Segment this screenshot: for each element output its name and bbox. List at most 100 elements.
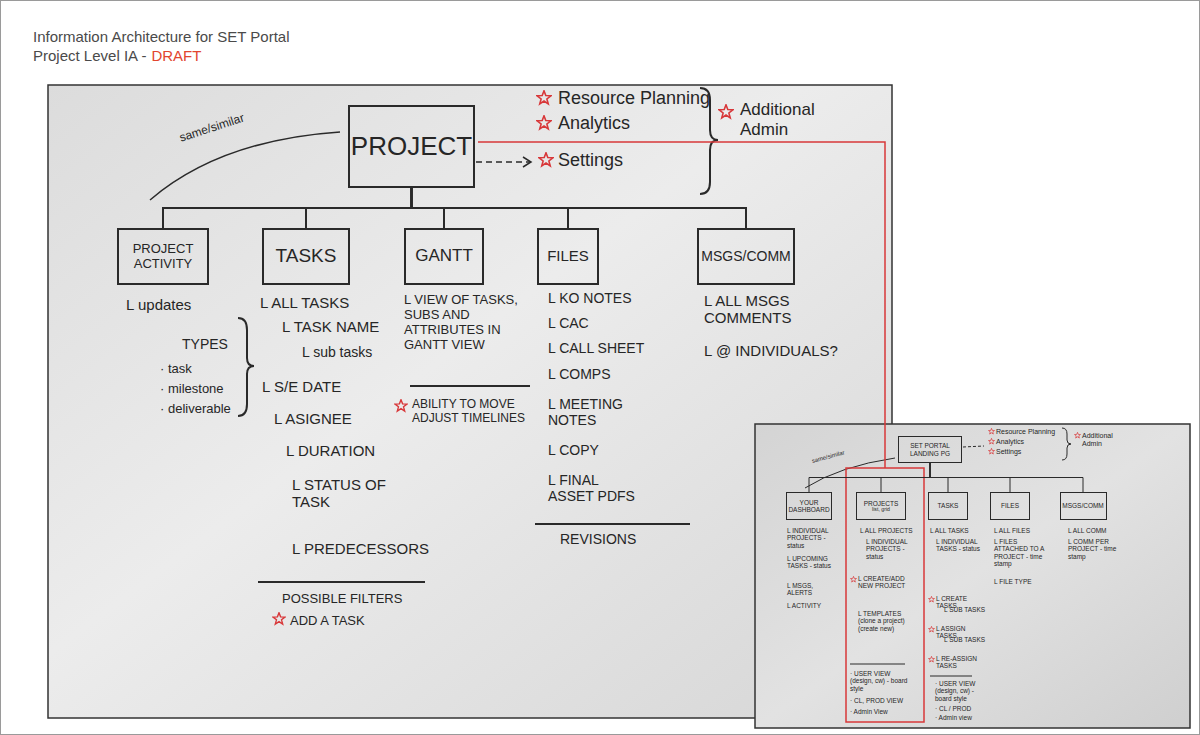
note-text: L COMM PER PROJECT - time stamp — [1068, 538, 1118, 560]
highlight-frame — [846, 468, 924, 722]
note-text: REVISIONS — [560, 531, 636, 547]
note-text: Settings — [996, 448, 1021, 456]
node-box: TASKS — [928, 492, 968, 520]
node-box: PROJECT — [348, 105, 475, 188]
divider-line — [930, 676, 972, 677]
note-text: Additional Admin — [1082, 432, 1122, 448]
note-text: L ASIGNEE — [274, 410, 352, 427]
node-title: FILES — [1001, 502, 1019, 509]
highlight-link — [478, 142, 885, 468]
dashed-pointer — [963, 446, 984, 447]
note-text: L MSGS, ALERTS — [787, 582, 835, 597]
dashed-pointer — [476, 161, 530, 163]
node-box: PROJECTSlist, grid — [856, 492, 906, 520]
node-title: YOUR DASHBOARD — [788, 499, 830, 513]
tree-connector — [809, 463, 930, 492]
node-box: MSGS/COMM — [697, 228, 795, 285]
note-text: · CL, PROD VIEW — [850, 697, 910, 704]
node-title: PROJECT ACTIVITY — [123, 242, 203, 271]
node-title: PROJECT — [351, 132, 472, 161]
note-text: L ACTIVITY — [787, 602, 821, 609]
note-text: L INDIVIDUAL TASKS - status — [936, 538, 986, 553]
note-text: Analytics — [558, 113, 630, 134]
note-text: L FINAL ASSET PDFS — [548, 472, 643, 504]
inset-whiteboard — [755, 424, 1190, 728]
note-text: L VIEW OF TASKS, SUBS AND ATTRIBUTES IN … — [404, 293, 534, 353]
note-text: L COPY — [548, 442, 599, 458]
note-text: L SUB TASKS — [944, 636, 985, 643]
node-title: SET PORTAL LANDING PG — [900, 442, 960, 456]
note-text: L ALL FILES — [994, 527, 1030, 534]
note-text: L CALL SHEET — [548, 340, 644, 356]
note-text: L ALL COMM — [1068, 527, 1107, 534]
note-text: L CREATE/ADD NEW PROJECT — [858, 575, 913, 590]
note-text: L PREDECESSORS — [292, 540, 429, 557]
note-text: L STATUS OF TASK — [292, 476, 392, 511]
priority-star — [929, 656, 935, 662]
note-text: L ALL TASKS — [260, 294, 349, 311]
divider-line — [258, 581, 425, 583]
node-box: MSGS/COMM — [1060, 492, 1107, 520]
note-text: Additional Admin — [740, 100, 825, 139]
note-text: L COMPS — [548, 366, 611, 382]
tree-connector — [412, 188, 747, 228]
node-title: TASKS — [276, 246, 337, 267]
note-text: · USER VIEW (design, cw) - board style — [850, 670, 910, 692]
note-text: · CL / PROD — [935, 705, 971, 712]
note-text: Resource Planning — [996, 428, 1055, 436]
note-text: · deliverable — [160, 402, 231, 417]
divider-line — [850, 664, 905, 665]
note-text: L SUB TASKS — [944, 606, 985, 613]
note-text: L TEMPLATES (clone a project) (create ne… — [858, 610, 918, 632]
priority-star — [537, 116, 551, 129]
page-title: Information Architecture for SET Portal — [33, 28, 290, 45]
tree-connector — [881, 463, 930, 492]
priority-star — [395, 400, 407, 411]
note-text: L RE-ASSIGN TASKS — [936, 655, 996, 670]
node-box: PROJECT ACTIVITY — [117, 228, 209, 285]
note-text: · USER VIEW (design, cw) - board style — [935, 680, 990, 702]
subtitle-text: Project Level IA - — [33, 47, 146, 64]
note-text: L ALL MSGS COMMENTS — [704, 292, 824, 327]
note-text: TYPES — [182, 336, 228, 352]
note-text: L INDIVIDUAL PROJECTS - status — [787, 527, 835, 549]
node-title: TASKS — [938, 502, 959, 509]
node-title: MSGS/COMM — [1062, 502, 1104, 509]
node-box: YOUR DASHBOARD — [786, 492, 832, 520]
note-text: L UPCOMING TASKS - status — [787, 555, 835, 570]
node-box: FILES — [537, 228, 599, 285]
divider-line — [410, 385, 530, 387]
node-box: TASKS — [262, 228, 350, 285]
priority-star — [851, 576, 857, 582]
note-text: · Admin View — [850, 708, 888, 715]
note-text: ABILITY TO MOVE ADJUST TIMELINES — [412, 398, 532, 426]
tree-connector — [306, 188, 412, 228]
note-text: L CAC — [548, 315, 589, 331]
node-title: GANTT — [415, 247, 473, 266]
note-text: L sub tasks — [302, 344, 372, 360]
note-text: L MEETING NOTES — [548, 396, 638, 428]
priority-star — [539, 153, 553, 166]
priority-star — [929, 626, 935, 632]
note-text: L TASK NAME — [282, 318, 379, 335]
priority-star — [989, 428, 995, 434]
node-title: PROJECTS — [864, 500, 899, 507]
note-text: · milestone — [160, 382, 224, 397]
curly-brace — [1062, 428, 1071, 460]
priority-star — [989, 448, 995, 454]
tree-connector — [163, 188, 412, 228]
node-box: SET PORTAL LANDING PG — [898, 436, 962, 463]
node-title: FILES — [547, 248, 589, 265]
note-text: L @ INDIVIDUALS? — [704, 342, 838, 359]
priority-star — [273, 613, 285, 624]
note-text: L FILES ATTACHED TO A PROJECT - time sta… — [994, 538, 1049, 568]
priority-star — [989, 438, 995, 444]
note-text: Resource Planning — [558, 88, 710, 109]
divider-line — [535, 523, 690, 525]
priority-star — [1075, 432, 1081, 438]
node-subtitle: list, grid — [872, 507, 890, 513]
note-text: L ALL TASKS — [930, 527, 969, 534]
curly-brace — [238, 318, 254, 416]
